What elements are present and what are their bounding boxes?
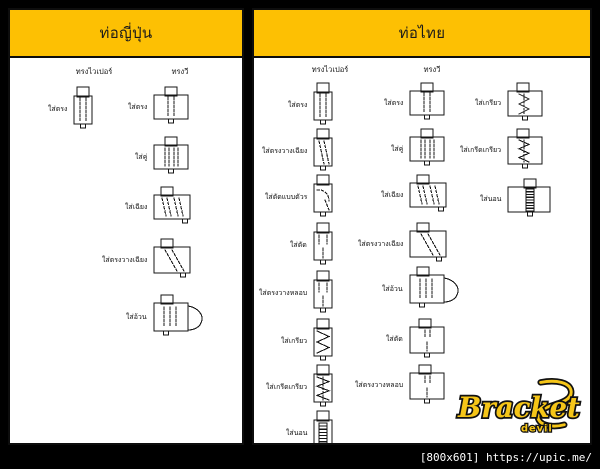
bracket-viper-zig-icon xyxy=(310,318,336,364)
bracket-item-label: ใส่ตรงวางเฉียง xyxy=(358,239,404,248)
bracket-item-label: ใส่อ้วน xyxy=(382,284,403,293)
bracket-viper-zig2-icon xyxy=(310,364,336,410)
bracket-item-label: ใส่ตรง xyxy=(288,100,308,109)
bracket-vw-horiz-icon xyxy=(504,178,552,220)
footer-bar: [800x601] https://upic.me/ xyxy=(0,445,600,469)
bracket-item: ใส่ตรง xyxy=(384,82,448,124)
bracket-item-label: ใส่ตรงวางหลอบ xyxy=(259,288,308,297)
bracket-v-diag-icon xyxy=(150,238,194,282)
bracket-item-label: ใส่เกรีดเกรียว xyxy=(266,382,308,391)
bracket-item: ใส่ตรง xyxy=(48,86,96,132)
bracket-item: ใส่นอน xyxy=(286,410,336,443)
bracket-item: ใส่คู่ xyxy=(391,128,448,170)
bracket-v-cut-icon xyxy=(406,318,448,360)
logo-subword: devil xyxy=(521,424,553,435)
bracket-viper-curve-icon xyxy=(310,174,336,220)
panel-header-thai: ท่อไทย xyxy=(254,10,590,58)
bracket-item: ใส่เกรีดเกรียว xyxy=(266,364,336,410)
bracket-item-label: ใส่อ้วน xyxy=(126,312,147,321)
bracket-viper-straight-icon xyxy=(70,86,96,132)
bracket-item-label: ใส่ตรงวางเฉียง xyxy=(102,255,148,264)
bracket-item-label: ใส่ตรง xyxy=(384,98,404,107)
bracket-item-label: ใส่ตรง xyxy=(48,104,68,113)
bracket-item-label: ใส่ตัด xyxy=(290,240,307,249)
bracket-v-fat-icon xyxy=(406,266,460,312)
bracket-item: ใส่ตัดแบบตัวร xyxy=(265,174,336,220)
bracket-item-label: ใส่ตัดแบบตัวร xyxy=(265,192,308,201)
footer-caption: [800x601] https://upic.me/ xyxy=(419,450,592,464)
bracket-v-straight-icon xyxy=(406,82,448,124)
comparison-board: ท่อญี่ปุ่น ทรงไวเปอร์ ทรงวี ใส่ตรงใส่ตรง… xyxy=(8,8,592,445)
bracket-viper-straight-icon xyxy=(310,82,336,128)
column-head-viper-jp: ทรงไวเปอร์ xyxy=(75,67,113,76)
bracket-item: ใส่เฉียง xyxy=(125,186,194,228)
bracket-viper-cut-icon xyxy=(310,222,336,268)
bracket-item-label: ใส่นอน xyxy=(286,428,308,437)
bracket-item: ใส่เกรียว xyxy=(281,318,336,364)
bracket-item-label: ใส่เฉียง xyxy=(125,202,148,211)
bracket-item: ใส่ตรงวางเฉียง xyxy=(358,222,450,266)
panel-japanese: ท่อญี่ปุ่น ทรงไวเปอร์ ทรงวี ใส่ตรงใส่ตรง… xyxy=(8,8,244,445)
bracket-item: ใส่อ้วน xyxy=(382,266,460,312)
bracket-item-label: ใส่เกรียว xyxy=(281,336,308,345)
bracket-v-slant-double-icon xyxy=(150,186,194,228)
column-head-v-th: ทรงวี xyxy=(423,65,441,74)
bracket-item: ใส่ตรง xyxy=(128,86,192,128)
bracket-item: ใส่อ้วน xyxy=(126,294,204,340)
bracket-viper-diag-icon xyxy=(310,128,336,174)
bracket-v-fat-icon xyxy=(150,294,204,340)
bracket-v-double-icon xyxy=(406,128,448,170)
brand-logo: Bracket devil xyxy=(454,377,582,439)
bracket-v-diag-icon xyxy=(406,222,450,266)
bracket-v-straight-icon xyxy=(150,86,192,128)
panel-thai: ท่อไทย ทรงไวเปอร์ ทรงวี ใส่ตรงใส่ตรงวางเ… xyxy=(252,8,592,445)
bracket-v-cut-icon xyxy=(406,364,448,406)
bracket-item: ใส่ตรงวางเฉียง xyxy=(102,238,194,282)
logo-word: Bracket xyxy=(457,392,580,424)
bracket-item-label: ใส่คู่ xyxy=(391,144,404,153)
bracket-item: ใส่ตรงวางเฉียง xyxy=(262,128,336,174)
bracket-item: ใส่ตรงวางหลอบ xyxy=(355,364,448,406)
panel-title-japanese: ท่อญี่ปุ่น xyxy=(99,24,153,42)
bracket-item-label: ใส่ตัด xyxy=(386,334,403,343)
column-head-v-jp: ทรงวี xyxy=(171,67,189,76)
column-head-viper-th: ทรงไวเปอร์ xyxy=(311,65,349,74)
panel-body-japanese: ทรงไวเปอร์ ทรงวี ใส่ตรง ใส่ตรงใส่คู่ใส่เฉ… xyxy=(10,58,242,443)
bracket-item: ใส่ตัด xyxy=(386,318,448,360)
bracket-item: ใส่ตัด xyxy=(290,222,336,268)
bracket-item: ใส่นอน xyxy=(480,178,552,220)
bracket-vw-zig-icon xyxy=(504,82,546,124)
bracket-item-label: ใส่คู่ xyxy=(135,152,148,161)
bracket-item-label: ใส่ตรง xyxy=(128,102,148,111)
bracket-item-label: ใส่ตรงวางเฉียง xyxy=(262,146,308,155)
bracket-item: ใส่เฉียง xyxy=(381,174,450,216)
bracket-item-label: ใส่นอน xyxy=(480,194,502,203)
bracket-item-label: ใส่เฉียง xyxy=(381,190,404,199)
panel-header-japanese: ท่อญี่ปุ่น xyxy=(10,10,242,58)
bracket-viper-horiz-icon xyxy=(310,410,336,443)
bracket-item: ใส่ตรงวางหลอบ xyxy=(259,270,336,316)
bracket-item: ใส่ตรง xyxy=(288,82,336,128)
bracket-item-label: ใส่เกรีดเกรียว xyxy=(460,145,502,154)
bracket-item: ใส่คู่ xyxy=(135,136,192,178)
bracket-v-double-icon xyxy=(150,136,192,178)
bracket-item-label: ใส่เกรียว xyxy=(475,98,502,107)
panel-title-thai: ท่อไทย xyxy=(398,24,446,42)
bracket-item: ใส่เกรียว xyxy=(475,82,546,124)
bracket-item-label: ใส่ตรงวางหลอบ xyxy=(355,380,404,389)
bracket-v-slant-double-icon xyxy=(406,174,450,216)
bracket-viper-cut-icon xyxy=(310,270,336,316)
bracket-vw-zig2-icon xyxy=(504,128,546,172)
panel-body-thai: ทรงไวเปอร์ ทรงวี ใส่ตรงใส่ตรงวางเฉียงใส่… xyxy=(254,58,590,443)
bracket-item: ใส่เกรีดเกรียว xyxy=(460,128,546,172)
